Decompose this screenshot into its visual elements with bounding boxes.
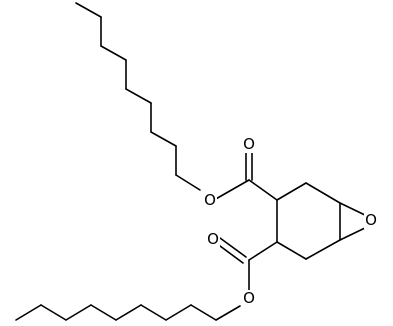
atom-labels: O O O O O [203, 135, 378, 307]
bond [75, 2, 102, 18]
upper-ester-group [213, 149, 278, 201]
bond [190, 304, 217, 321]
bond [165, 304, 192, 321]
bond [305, 239, 341, 260]
bond [276, 241, 307, 260]
bond [175, 174, 201, 191]
bond [140, 304, 167, 321]
epoxide-oxygen-label: O [365, 211, 377, 229]
carbonyl-oxygen-lower-label: O [207, 230, 219, 248]
bond [215, 305, 241, 321]
bond [213, 179, 250, 201]
carbonyl-oxygen-upper-label: O [243, 135, 255, 153]
bond [115, 304, 142, 321]
bond [15, 304, 42, 321]
bond [125, 88, 152, 104]
bond [339, 202, 368, 217]
bond [100, 45, 127, 61]
double-bond-b [215, 242, 244, 264]
lower-heptyl-chain [15, 304, 241, 321]
bond [305, 182, 341, 204]
bond [150, 131, 177, 147]
bond [248, 241, 278, 261]
ester-oxygen-upper-label: O [204, 191, 216, 209]
lower-ester-group [215, 237, 278, 291]
epoxide-ring [339, 202, 368, 241]
bond [276, 182, 307, 201]
bond [65, 304, 92, 321]
bond [248, 179, 278, 201]
cyclohexane-ring [276, 182, 341, 260]
ester-oxygen-lower-label: O [243, 289, 255, 307]
bond [40, 304, 67, 321]
double-bond-a [219, 237, 247, 258]
upper-heptyl-chain [75, 2, 201, 191]
bond [90, 304, 117, 321]
bond [339, 226, 368, 241]
